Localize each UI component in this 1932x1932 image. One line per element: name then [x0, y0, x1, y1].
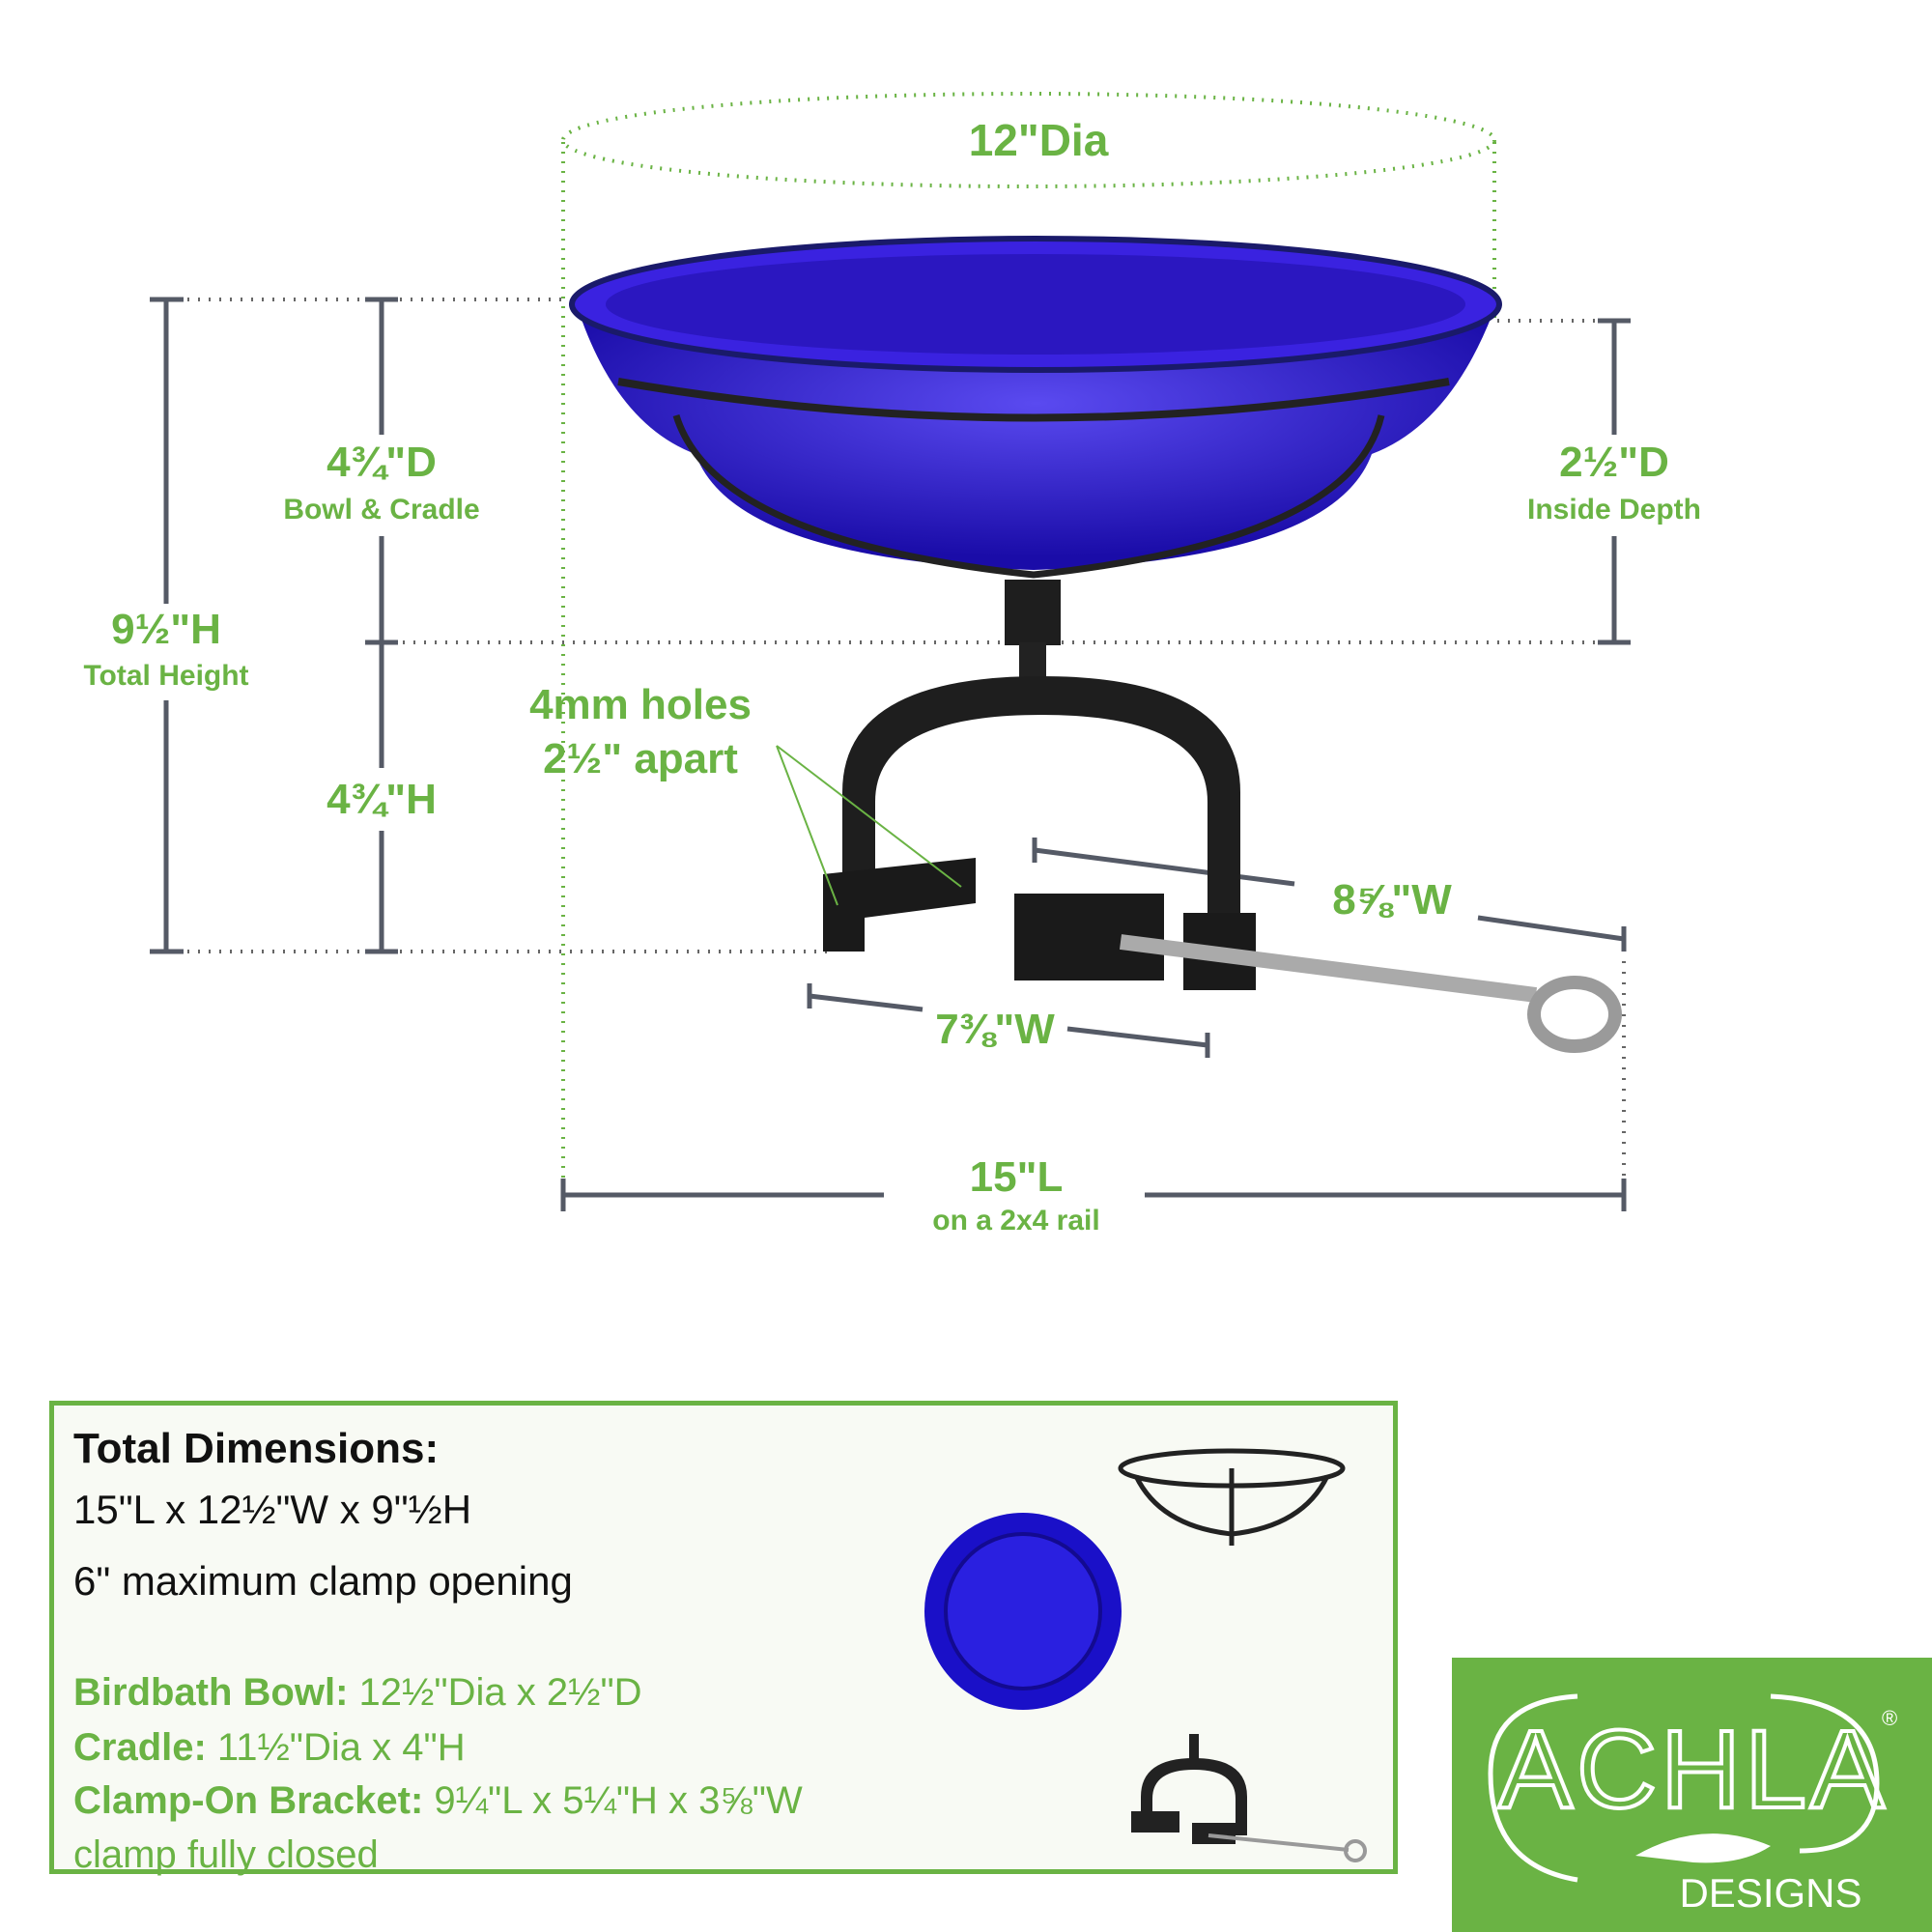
bowl-cradle-caption: Bowl & Cradle: [283, 494, 479, 526]
bowl-thumbnail: [924, 1513, 1122, 1710]
inside-depth-value: 2½"D: [1559, 439, 1669, 486]
diagram-svg: 12"Dia 9½"H Total Height 4¾"D Bowl & Cra…: [83, 92, 1701, 1236]
inside-depth-caption: Inside Depth: [1527, 494, 1701, 526]
specs-bracket: Clamp-On Bracket: 9¼"L x 5¼"H x 3⅝"W: [73, 1779, 803, 1822]
holes-leader-lines: [776, 745, 962, 906]
specs-bowl: Birdbath Bowl: 12½"Dia x 2½"D: [73, 1671, 642, 1714]
holes-label-line2: 2½" apart: [543, 735, 738, 782]
specs-box: Total Dimensions: 15"L x 12½"W x 9"½H 6"…: [49, 1401, 1398, 1876]
total-height-caption: Total Height: [83, 660, 248, 692]
clamp-width-label: 7⅜"W: [935, 1006, 1055, 1053]
logo-mark: ACHLA ® DESIGNS: [1488, 1693, 1897, 1916]
specs-overall: 15"L x 12½"W x 9"½H: [73, 1487, 472, 1532]
dimension-lines: [150, 297, 1631, 1211]
length-caption: on a 2x4 rail: [932, 1205, 1099, 1236]
specs-cradle: Cradle: 11½"Dia x 4"H: [73, 1726, 466, 1769]
registered-mark: ®: [1882, 1706, 1897, 1730]
birdbath-bowl-image: [569, 236, 1502, 645]
length-value: 15"L: [970, 1153, 1064, 1201]
bracket-height-value: 4¾"H: [327, 776, 437, 823]
total-height-value: 9½"H: [111, 606, 221, 653]
bracket-width-label: 8⅝"W: [1332, 876, 1452, 923]
clamp-bracket-image: [823, 642, 1622, 1053]
bracket-thumbnail: [1131, 1734, 1367, 1862]
specs-clamp-opening: 6" maximum clamp opening: [73, 1558, 573, 1604]
diameter-label: 12"Dia: [969, 115, 1109, 165]
specs-note: clamp fully closed: [73, 1833, 379, 1876]
level-guides: [166, 298, 1626, 1195]
bowl-cradle-value: 4¾"D: [327, 439, 437, 486]
specs-title: Total Dimensions:: [73, 1425, 440, 1472]
diameter-guides: [561, 92, 1496, 1195]
component-thumbnails: [924, 1448, 1367, 1862]
cradle-thumbnail: [1118, 1448, 1346, 1546]
achla-designs-logo: ACHLA ® DESIGNS: [1452, 1658, 1932, 1932]
holes-label-line1: 4mm holes: [529, 681, 752, 728]
logo-brand-text: ACHLA: [1498, 1708, 1888, 1832]
logo-sub-text: DESIGNS: [1679, 1870, 1861, 1916]
